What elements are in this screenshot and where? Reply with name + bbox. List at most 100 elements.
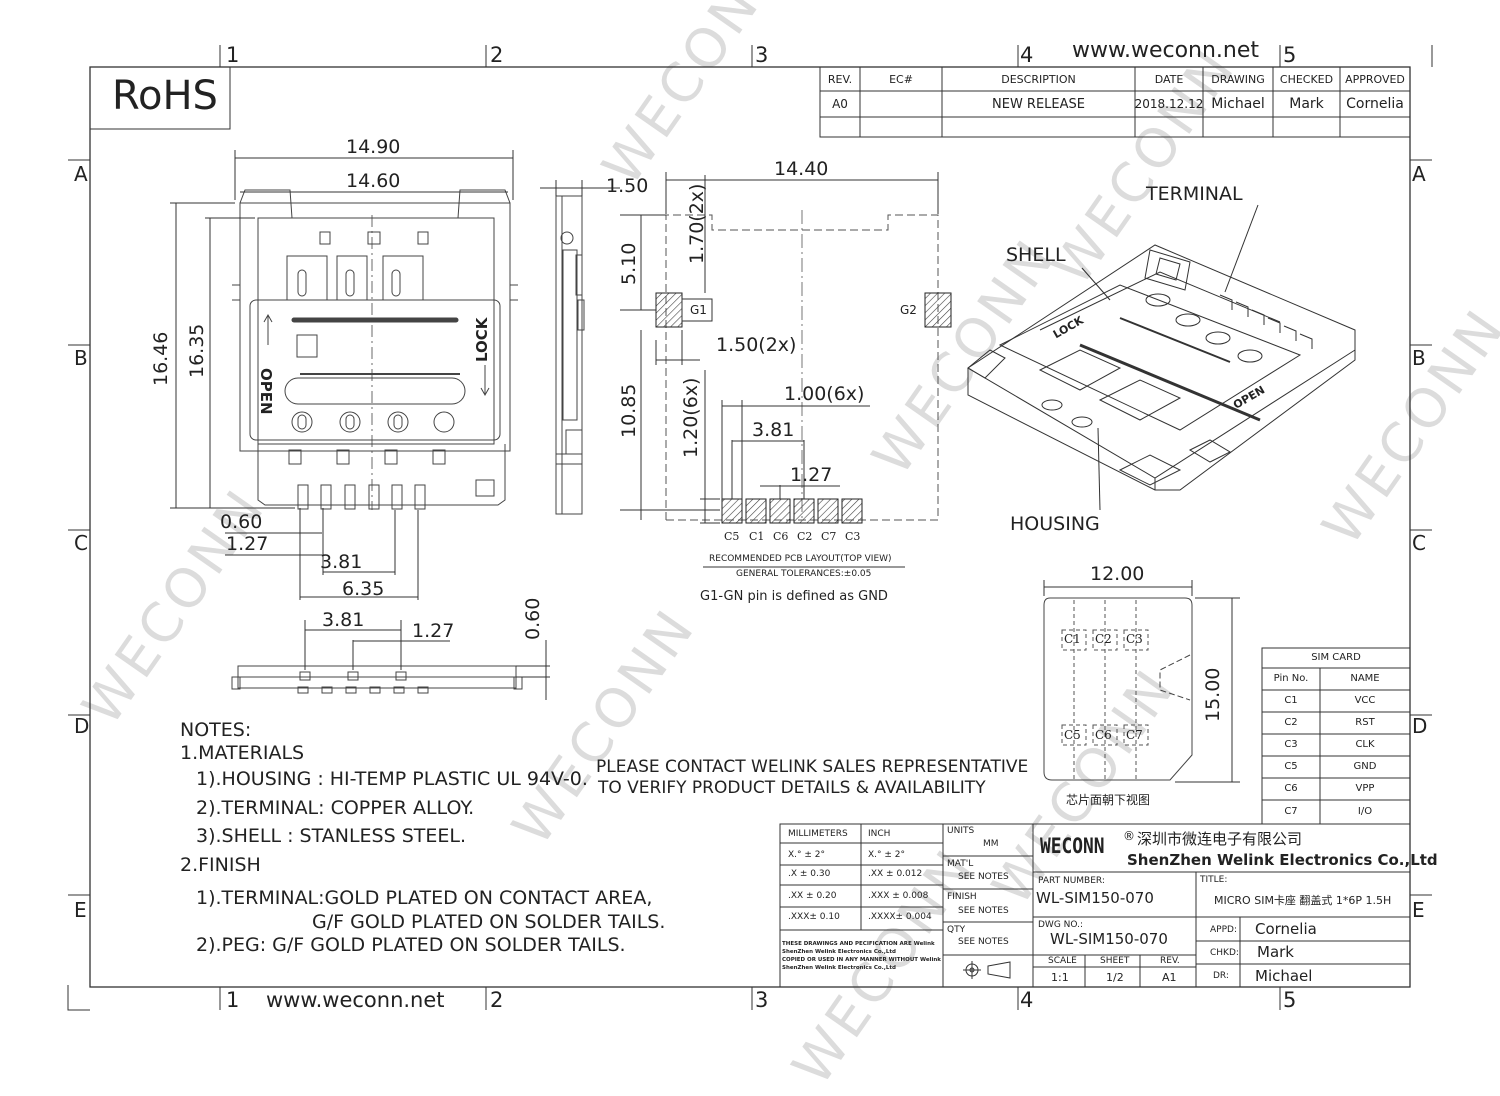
rev-header-checked: CHECKED [1279, 72, 1334, 86]
label-open: OPEN [257, 368, 275, 415]
notes-terminal: 2).TERMINAL: COPPER ALLOY. [196, 797, 475, 819]
dim-pitch: 1.27 [226, 533, 269, 555]
pin-row-c2-name: RST [1355, 717, 1375, 728]
drawing-linework [67, 45, 1433, 1011]
pin-table-header-name: NAME [1350, 673, 1380, 684]
title-label: TITLE: [1200, 875, 1228, 885]
appd-value: Cornelia [1255, 920, 1317, 938]
zone-row-c-right: C [1412, 531, 1426, 555]
notes-peg-finish: 2).PEG: G/F GOLD PLATED ON SOLDER TAILS. [196, 934, 626, 956]
dim-pcb-g-pad: 1.70(2x) [686, 183, 708, 264]
dim-pcb-width: 14.40 [774, 158, 829, 180]
company-cn: 深圳市微连电子有限公司 [1137, 830, 1303, 848]
callout-housing: HOUSING [1010, 513, 1100, 535]
contact-message-line2: TO VERIFY PRODUCT DETAILS & AVAILABILITY [598, 778, 986, 798]
finish-value: SEE NOTES [958, 906, 1009, 916]
pin-table-title: SIM CARD [1311, 652, 1361, 663]
notes-title: NOTES: [180, 719, 252, 741]
finish-label: FINISH [947, 892, 977, 902]
dim-pcb-g-width: 1.50(2x) [716, 334, 797, 356]
dwg-number: WL-SIM150-070 [1050, 930, 1168, 948]
rev-row-approved: Cornelia [1346, 96, 1404, 112]
dim-pitch-small: 0.60 [220, 511, 263, 533]
zone-col-2-bottom: 2 [490, 988, 504, 1012]
dim-height-inner: 16.35 [186, 323, 208, 378]
pcb-ground-note: G1-GN pin is defined as GND [700, 589, 888, 604]
rev-header-description: DESCRIPTION [1001, 72, 1076, 86]
matl-label: MAT'L [947, 859, 974, 869]
dr-label: DR: [1213, 971, 1229, 981]
rev-row-drawing: Michael [1211, 96, 1265, 112]
sim-caption: 芯片面朝下视图 [1066, 793, 1151, 807]
rev-row-ec [860, 91, 942, 117]
sim-contact-c2: C2 [1095, 632, 1112, 646]
drawing-title: MICRO SIM卡座 翻盖式 1*6P 1.5H [1214, 894, 1392, 907]
sim-contact-c5: C5 [1064, 728, 1081, 742]
drawing-sheet: WECONN WECONN WECONN WECONN WECONN WECON… [67, 0, 1500, 1096]
zone-row-b: B [74, 346, 88, 370]
rev-value: A1 [1162, 971, 1177, 984]
zone-col-1: 1 [226, 43, 240, 67]
dim-height-outer: 16.46 [150, 331, 172, 386]
notes-term-finish-1: 1).TERMINAL:GOLD PLATED ON CONTACT AREA, [196, 887, 653, 909]
brand-registered-mark: ® [1123, 829, 1135, 843]
zone-col-5: 5 [1283, 43, 1297, 67]
sim-contact-c7: C7 [1126, 728, 1143, 742]
dim-pcb-g-offset: 5.10 [618, 242, 640, 285]
zone-col-4: 4 [1020, 43, 1034, 67]
contact-message-line1: PLEASE CONTACT WELINK SALES REPRESENTATI… [596, 757, 1029, 777]
dim-pcb-pad-w: 1.00(6x) [784, 383, 865, 405]
tol-inch-2: .XXX ± 0.008 [868, 891, 929, 901]
pin-row-c1-name: VCC [1354, 695, 1376, 706]
notes-housing: 1).HOUSING : HI-TEMP PLASTIC UL 94V-0. [196, 768, 588, 790]
pin-row-c7-name: I/O [1357, 806, 1373, 817]
dwg-number-label: DWG NO.: [1038, 920, 1084, 930]
sim-contact-c6: C6 [1095, 728, 1112, 742]
notes-term-finish-2: G/F GOLD PLATED ON SOLDER TAILS. [312, 911, 666, 933]
tol-inch-1: .XX ± 0.012 [868, 869, 923, 879]
zone-row-d-right: D [1412, 714, 1428, 738]
dim-pcb-pitch: 1.27 [790, 464, 833, 486]
dim-overall-width: 14.90 [346, 136, 401, 158]
part-number-label: PART NUMBER: [1038, 876, 1105, 886]
units-value: MM [983, 839, 999, 849]
tol-header-mm: MILLIMETERS [788, 829, 848, 839]
zone-col-3: 3 [755, 43, 769, 67]
zone-col-2: 2 [490, 43, 504, 67]
callout-terminal: TERMINAL [1146, 183, 1243, 205]
pin-row-c3-pin: C3 [1284, 739, 1298, 750]
website-top[interactable]: www.weconn.net [1072, 38, 1260, 63]
dim-sim-width: 12.00 [1090, 563, 1145, 585]
company-en: ShenZhen Welink Electronics Co.,Ltd [1127, 851, 1438, 869]
pad-label-c3: C3 [845, 530, 861, 543]
pad-label-c6: C6 [773, 530, 789, 543]
tol-mm-1: .X ± 0.30 [788, 869, 831, 879]
zone-col-3-bottom: 3 [755, 988, 769, 1012]
rev-header-ec: EC# [889, 72, 913, 86]
scale-value: 1:1 [1051, 971, 1069, 984]
pcb-caption: RECOMMENDED PCB LAYOUT(TOP VIEW) [709, 554, 892, 564]
zone-col-1-bottom: 1 [226, 988, 240, 1012]
tol-inch-0: X.° ± 2° [868, 850, 906, 860]
tol-header-inch: INCH [868, 829, 891, 839]
pin-row-c6-name: VPP [1355, 783, 1375, 794]
zone-row-c: C [74, 531, 88, 555]
pad-label-c2: C2 [797, 530, 813, 543]
rev-row-description: NEW RELEASE [992, 96, 1085, 112]
pad-label-g2: G2 [900, 303, 917, 317]
tol-inch-3: .XXXX± 0.004 [868, 912, 932, 922]
website-bottom[interactable]: www.weconn.net [266, 988, 445, 1012]
dim-front-pitch: 1.27 [412, 620, 455, 642]
legal-line-3: COPIED OR USED IN ANY MANNER WITHOUT Wel… [782, 957, 941, 963]
zone-row-a-right: A [1412, 162, 1426, 186]
brand-logo: WECONN [1040, 834, 1105, 858]
rev-label: REV. [1160, 956, 1180, 966]
dim-span-5: 6.35 [342, 578, 385, 600]
dim-front-span: 3.81 [322, 609, 365, 631]
dim-pcb-pad-len: 1.20(6x) [680, 377, 702, 458]
rev-header-approved: APPROVED [1345, 72, 1405, 86]
dim-thickness: 1.50 [606, 175, 649, 197]
sim-contact-c1: C1 [1064, 632, 1081, 646]
pad-label-c1: C1 [749, 530, 765, 543]
tol-mm-0: X.° ± 2° [788, 850, 826, 860]
